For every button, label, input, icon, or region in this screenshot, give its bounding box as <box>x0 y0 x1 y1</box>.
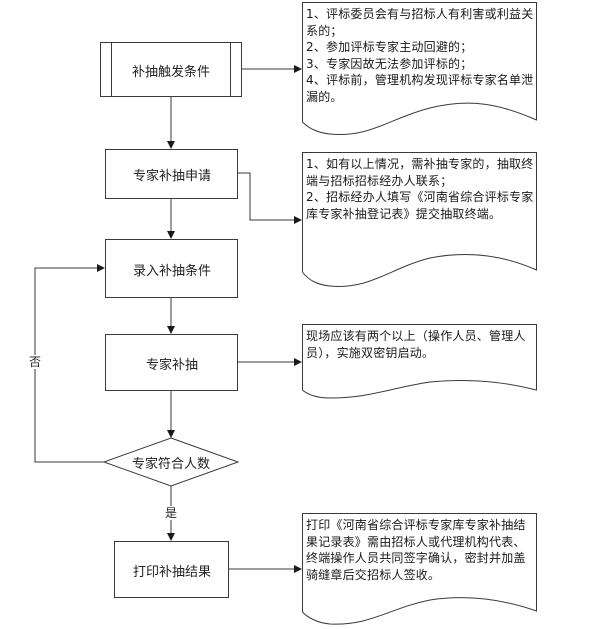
doc-shape-apply-note <box>302 152 537 287</box>
node-trigger-label: 补抽触发条件 <box>131 64 210 80</box>
edge-decision-no-loop <box>34 264 105 463</box>
doc-shape-print-note <box>302 513 537 625</box>
node-draw-label: 专家补抽 <box>145 357 198 373</box>
node-decision-label: 专家符合人数 <box>131 456 210 472</box>
note-print-text: 打印《河南省综合评标专家库专家补抽结果记录表》需由招标人或代理机构代表、终端操作… <box>306 518 526 582</box>
note-apply-text: 1、如有以上情况，需补抽专家的，抽取终端与招标招标经办人联系； 2、招标经办人填… <box>306 157 534 221</box>
node-print-result <box>114 541 229 598</box>
doc-shape-trigger-note <box>302 2 537 136</box>
note-trigger-text: 1、评标委员会有与招标人有利害或利益关系的； 2、参加评标专家主动回避的； 3、… <box>306 7 534 104</box>
note-draw-text: 现场应该有两个以上（操作人员、管理人员），实施双密钥启动。 <box>306 329 526 360</box>
node-expert-apply <box>105 149 238 199</box>
node-apply-label: 专家补抽申请 <box>132 169 211 184</box>
edge-apply-to-note <box>237 172 302 224</box>
node-print-label: 打印补抽结果 <box>132 564 211 580</box>
node-input-conditions <box>105 239 238 298</box>
node-input-label: 录入补抽条件 <box>132 263 211 279</box>
edge-label-yes: 是 <box>165 506 178 520</box>
doc-shape-draw-note <box>302 324 537 399</box>
node-trigger-conditions <box>100 42 242 97</box>
edge-label-no: 否 <box>29 355 42 369</box>
node-expert-draw <box>105 334 238 391</box>
